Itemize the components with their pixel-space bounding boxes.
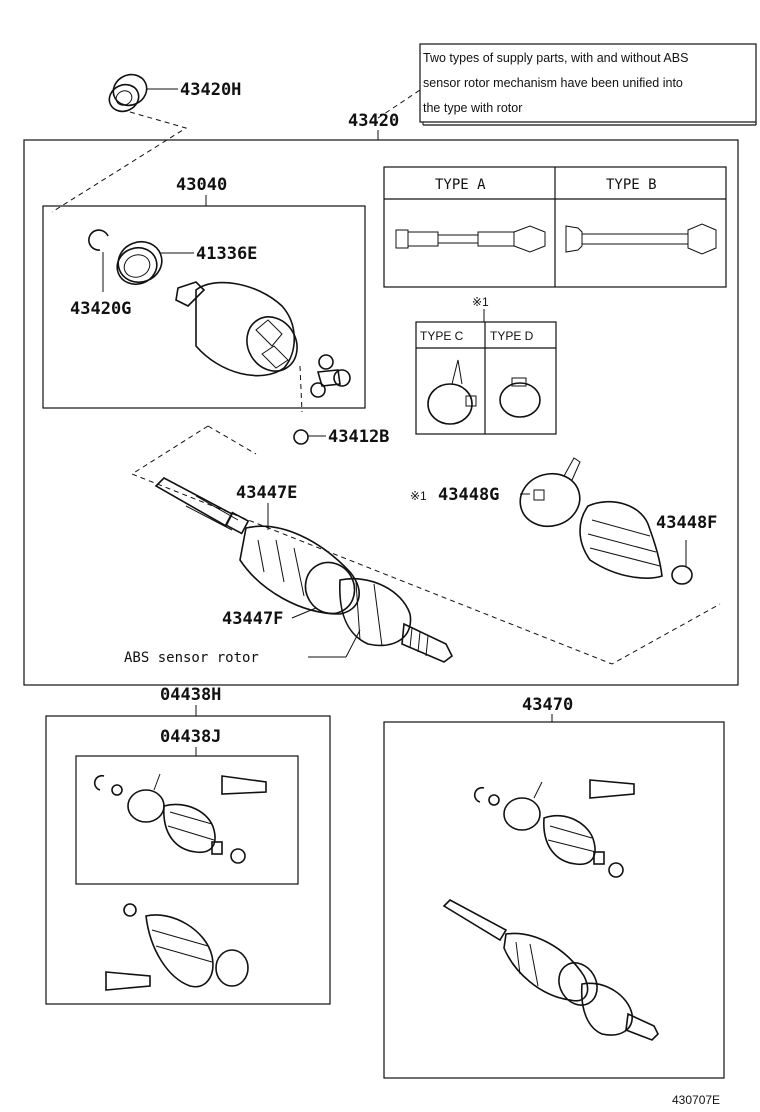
type-c-clamp bbox=[427, 359, 477, 425]
supply-note-box: Two types of supply parts, with and with… bbox=[419, 43, 757, 126]
part-43420H-bearing-ring bbox=[108, 73, 148, 113]
note-line-3: the type with rotor bbox=[423, 101, 522, 115]
label-43447F: 43447F bbox=[222, 609, 283, 629]
inboard-joint-housing bbox=[175, 281, 298, 377]
kit-04438J-parts bbox=[93, 773, 267, 864]
label-43040: 43040 bbox=[176, 175, 227, 195]
type-d-clamp bbox=[499, 377, 541, 418]
label-43420G: 43420G bbox=[70, 299, 131, 319]
subassembly-43040-frame bbox=[42, 205, 366, 409]
dash-43420H-link bbox=[51, 111, 188, 213]
kit-04438H-frame bbox=[45, 715, 331, 1005]
figure-reference-code: 430707E bbox=[672, 1093, 720, 1107]
kit-04438J-frame bbox=[75, 755, 299, 885]
type-d-label: TYPE D bbox=[490, 329, 534, 343]
kit-04438H-extra-parts bbox=[105, 903, 249, 991]
label-41336E: 41336E bbox=[196, 244, 257, 264]
note-line-2: sensor rotor mechanism have been unified… bbox=[423, 76, 683, 90]
tripod-spider bbox=[310, 354, 351, 398]
type-c-label: TYPE C bbox=[420, 329, 464, 343]
assembly-43420-frame bbox=[23, 139, 739, 686]
boot bbox=[579, 500, 663, 579]
type-b-shaft bbox=[565, 223, 717, 255]
label-43420: 43420 bbox=[348, 111, 399, 131]
outboard-shaft-assembly bbox=[154, 477, 454, 663]
label-43420H: 43420H bbox=[180, 80, 241, 100]
part-41336E-seal-ring bbox=[116, 240, 163, 286]
label-43447E: 43447E bbox=[236, 483, 297, 503]
label-43448G: 43448G bbox=[438, 485, 499, 505]
note-line-1: Two types of supply parts, with and with… bbox=[423, 51, 688, 65]
label-43412B: 43412B bbox=[328, 427, 389, 447]
type-b-label: TYPE B bbox=[606, 177, 657, 193]
part-43448G-clamp-band bbox=[519, 457, 581, 528]
label-43470: 43470 bbox=[522, 695, 573, 715]
label-43448F: 43448F bbox=[656, 513, 717, 533]
type-cd-table: TYPE C TYPE D bbox=[415, 321, 557, 435]
boot-kit-outline bbox=[130, 425, 721, 665]
type-a-shaft bbox=[395, 225, 546, 253]
label-04438H: 04438H bbox=[160, 685, 221, 705]
label-04438J: 04438J bbox=[160, 727, 221, 747]
clamp-note-mark-1: ※1 bbox=[410, 489, 427, 503]
part-43420G-snap-ring bbox=[88, 229, 109, 251]
part-43412B-snap-ring bbox=[293, 429, 309, 445]
part-43448F-small-clamp bbox=[671, 565, 693, 585]
label-abs-sensor-rotor: ABS sensor rotor bbox=[124, 650, 259, 666]
type-note-mark-1: ※1 bbox=[472, 295, 489, 309]
type-ab-table: TYPE A TYPE B bbox=[383, 166, 727, 288]
assembly-43470-parts bbox=[442, 779, 659, 1041]
assembly-43470-frame bbox=[383, 721, 725, 1079]
type-a-label: TYPE A bbox=[435, 177, 486, 193]
